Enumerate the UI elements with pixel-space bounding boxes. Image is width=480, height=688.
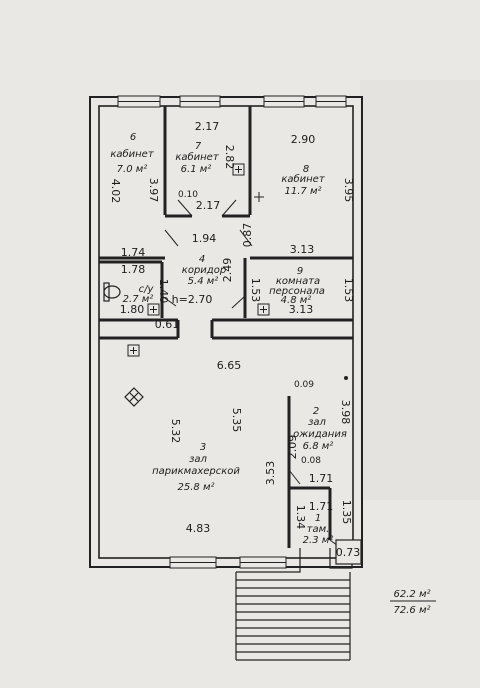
room-2-number: 2 bbox=[313, 406, 319, 417]
toilet-icon bbox=[103, 282, 121, 302]
room-2: 2 зал ожидания 6.8 м² bbox=[293, 406, 347, 452]
total-area-2: 72.6 м² bbox=[394, 605, 431, 616]
dim-1-53-a: 1.53 bbox=[249, 278, 262, 303]
room-1: 1 там. 2.3 м² bbox=[303, 513, 334, 546]
windows-top bbox=[117, 95, 347, 108]
room-3-name-line2: парикмахерской bbox=[152, 466, 240, 477]
room-9: 9 комната персонала 4.8 м² bbox=[269, 266, 325, 306]
electric-plus-icon bbox=[254, 192, 264, 202]
dim-3-95: 3.95 bbox=[342, 178, 355, 203]
dim-h-2-70: h=2.70 bbox=[172, 293, 213, 306]
dim-2-09: 2.09 bbox=[286, 435, 299, 460]
dim-1-94: 1.94 bbox=[192, 232, 217, 245]
room-3-name-line1: зал bbox=[189, 454, 207, 465]
entrance-stairs bbox=[235, 539, 362, 661]
room-3: 3 зал парикмахерской 25.8 м² bbox=[152, 442, 240, 493]
dim-0-09: 0.09 bbox=[294, 380, 314, 390]
room-3-number: 3 bbox=[200, 442, 206, 453]
room-9-number: 9 bbox=[297, 266, 303, 277]
dim-2-17-top: 2.17 bbox=[195, 120, 220, 133]
room-8-area: 11.7 м² bbox=[285, 186, 322, 197]
dim-2-49: 2.49 bbox=[221, 258, 234, 283]
dim-0-10: 0.10 bbox=[178, 190, 198, 200]
dim-3-98: 3.98 bbox=[339, 400, 352, 425]
room-7: 7 кабинет 6.1 м² bbox=[175, 141, 220, 175]
dim-1-71-b: 1.71 bbox=[309, 500, 334, 513]
room-8: 8 кабинет 11.7 м² bbox=[281, 164, 326, 197]
dim-0-61: 0.61 bbox=[155, 318, 180, 331]
dim-1-40: 1.40 bbox=[157, 279, 170, 304]
dim-0-73: 0.73 bbox=[336, 546, 361, 559]
dim-2-17-mid: 2.17 bbox=[196, 199, 221, 212]
room-9-name-line2: персонала bbox=[269, 286, 325, 297]
room-9-area: 4.8 м² bbox=[281, 295, 312, 306]
room-5-name: с/у bbox=[139, 284, 155, 295]
interior-walls bbox=[99, 106, 353, 548]
dim-1-74: 1.74 bbox=[121, 246, 146, 259]
dim-1-34: 1.34 bbox=[294, 505, 307, 530]
dim-1-80: 1.80 bbox=[120, 303, 145, 316]
room-6: 6 кабинет 7.0 м² bbox=[110, 132, 155, 175]
dim-1-71-a: 1.71 bbox=[309, 472, 334, 485]
dim-0-08: 0.08 bbox=[301, 456, 321, 466]
area-totals: 62.2 м² 72.6 м² bbox=[390, 589, 436, 616]
room-4-number: 4 bbox=[199, 254, 205, 265]
dimensions: 2.17 2.90 4.02 3.97 2.82 3.95 0.10 2.17 … bbox=[109, 120, 360, 559]
dim-3-13-b: 3.13 bbox=[289, 303, 314, 316]
room-2-name-line2: ожидания bbox=[293, 429, 347, 440]
dim-2-90: 2.90 bbox=[291, 133, 316, 146]
room-4-name: коридор bbox=[182, 265, 226, 276]
dim-4-02: 4.02 bbox=[109, 179, 122, 204]
dim-3-13-a: 3.13 bbox=[290, 243, 315, 256]
room-6-name: кабинет bbox=[110, 148, 155, 160]
room-7-number: 7 bbox=[195, 141, 202, 152]
dim-4-83: 4.83 bbox=[186, 522, 211, 535]
dim-6-65: 6.65 bbox=[217, 359, 242, 372]
room-1-area: 2.3 м² bbox=[303, 535, 334, 546]
dim-1-35: 1.35 bbox=[340, 500, 353, 525]
total-area-1: 62.2 м² bbox=[394, 589, 431, 600]
dim-1-78: 1.78 bbox=[121, 263, 146, 276]
exterior-walls bbox=[89, 96, 363, 568]
dim-1-53-b: 1.53 bbox=[342, 278, 355, 303]
windows-bottom bbox=[169, 556, 287, 569]
room-7-name: кабинет bbox=[175, 151, 220, 163]
room-2-area: 6.8 м² bbox=[303, 441, 334, 452]
room-8-name: кабинет bbox=[281, 173, 326, 185]
room-6-area: 7.0 м² bbox=[117, 164, 148, 175]
dim-3-97: 3.97 bbox=[147, 178, 160, 203]
room-4: 4 коридор 5.4 м² bbox=[182, 254, 226, 287]
room-2-name-line1: зал bbox=[308, 417, 326, 428]
dim-5-32: 5.32 bbox=[169, 419, 182, 444]
dim-5-35: 5.35 bbox=[230, 408, 243, 433]
room-1-number: 1 bbox=[315, 513, 321, 524]
fixture-diamond-icon bbox=[124, 387, 144, 407]
room-5: с/у 2.7 м² bbox=[123, 284, 155, 305]
vent-markers bbox=[127, 163, 270, 357]
room-4-area: 5.4 м² bbox=[188, 276, 219, 287]
room-6-number: 6 bbox=[130, 132, 136, 143]
room-1-name: там. bbox=[307, 524, 330, 535]
marker-dot bbox=[344, 376, 348, 380]
room-8-number: 8 bbox=[303, 164, 309, 175]
dim-3-53: 3.53 bbox=[264, 461, 277, 486]
room-7-area: 6.1 м² bbox=[181, 164, 212, 175]
room-9-name-line1: комната bbox=[276, 276, 320, 287]
dim-0-87: 0.87 bbox=[241, 223, 254, 248]
room-5-area: 2.7 м² bbox=[123, 294, 154, 305]
dim-2-82: 2.82 bbox=[223, 145, 236, 170]
room-3-area: 25.8 м² bbox=[178, 482, 215, 493]
